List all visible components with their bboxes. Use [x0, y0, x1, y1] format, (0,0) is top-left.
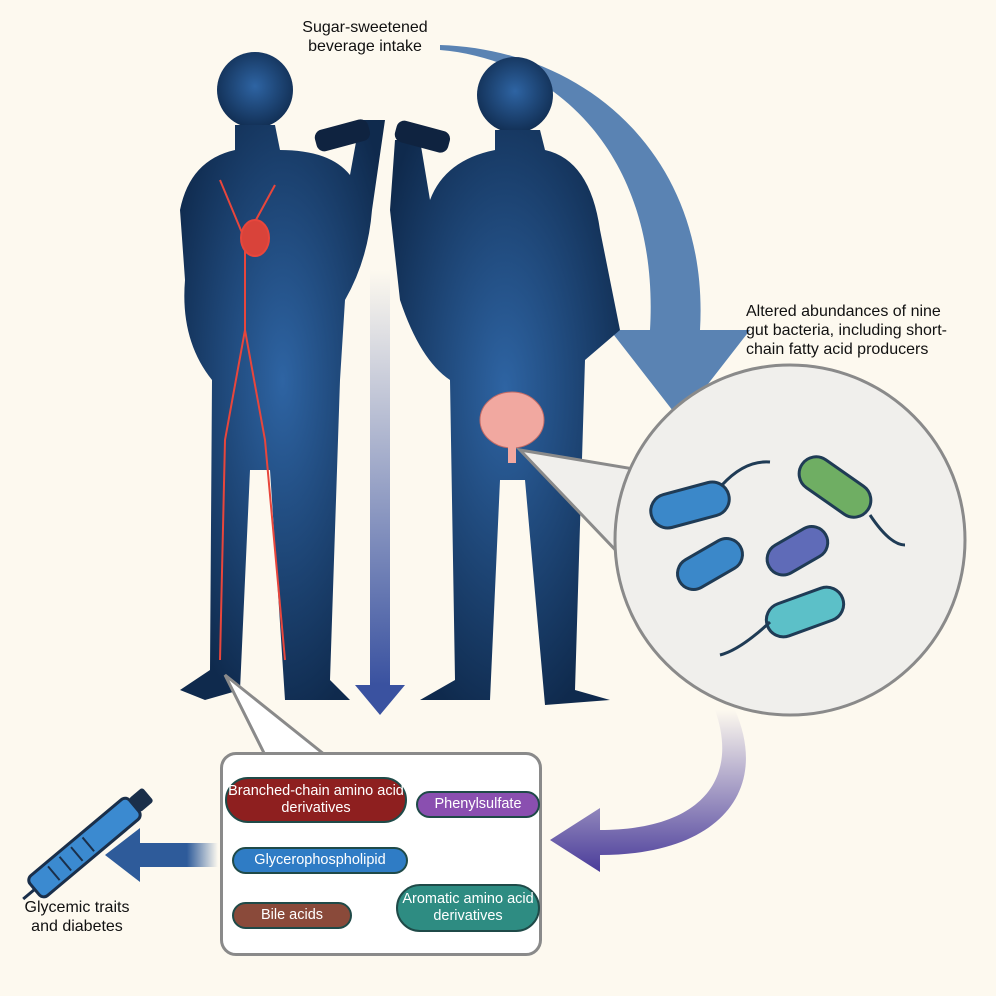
intestine-icon	[479, 391, 545, 463]
purple-arrow-to-metabolites	[550, 710, 746, 872]
left-arrow	[105, 828, 218, 882]
heart-icon	[240, 219, 270, 257]
circulatory-system	[219, 179, 286, 661]
right-person-silhouette	[390, 57, 620, 705]
bacteria-label: Altered abundances of nine gut bacteria,…	[746, 303, 947, 358]
metabolite-glycerophospholipid: Glycerophospholipid	[232, 847, 408, 874]
bacteria-callout	[515, 363, 967, 717]
metabolite-aromatic: Aromatic amino acid derivatives	[396, 884, 540, 932]
outcome-label: Glycemic traits and diabetes	[24, 899, 130, 935]
intake-label: Sugar-sweetened beverage intake	[302, 19, 428, 55]
metabolite-bcaa: Branched-chain amino acid derivatives	[225, 777, 407, 823]
metabolite-bile-acids: Bile acids	[232, 902, 352, 929]
down-arrow	[355, 270, 405, 715]
metabolite-phenylsulfate: Phenylsulfate	[416, 791, 540, 818]
bottles	[314, 119, 451, 153]
bacterium-icon	[649, 455, 906, 657]
curved-arrow-to-gut	[440, 45, 750, 420]
left-person-silhouette	[180, 52, 385, 700]
insulin-pen-icon	[22, 788, 153, 901]
